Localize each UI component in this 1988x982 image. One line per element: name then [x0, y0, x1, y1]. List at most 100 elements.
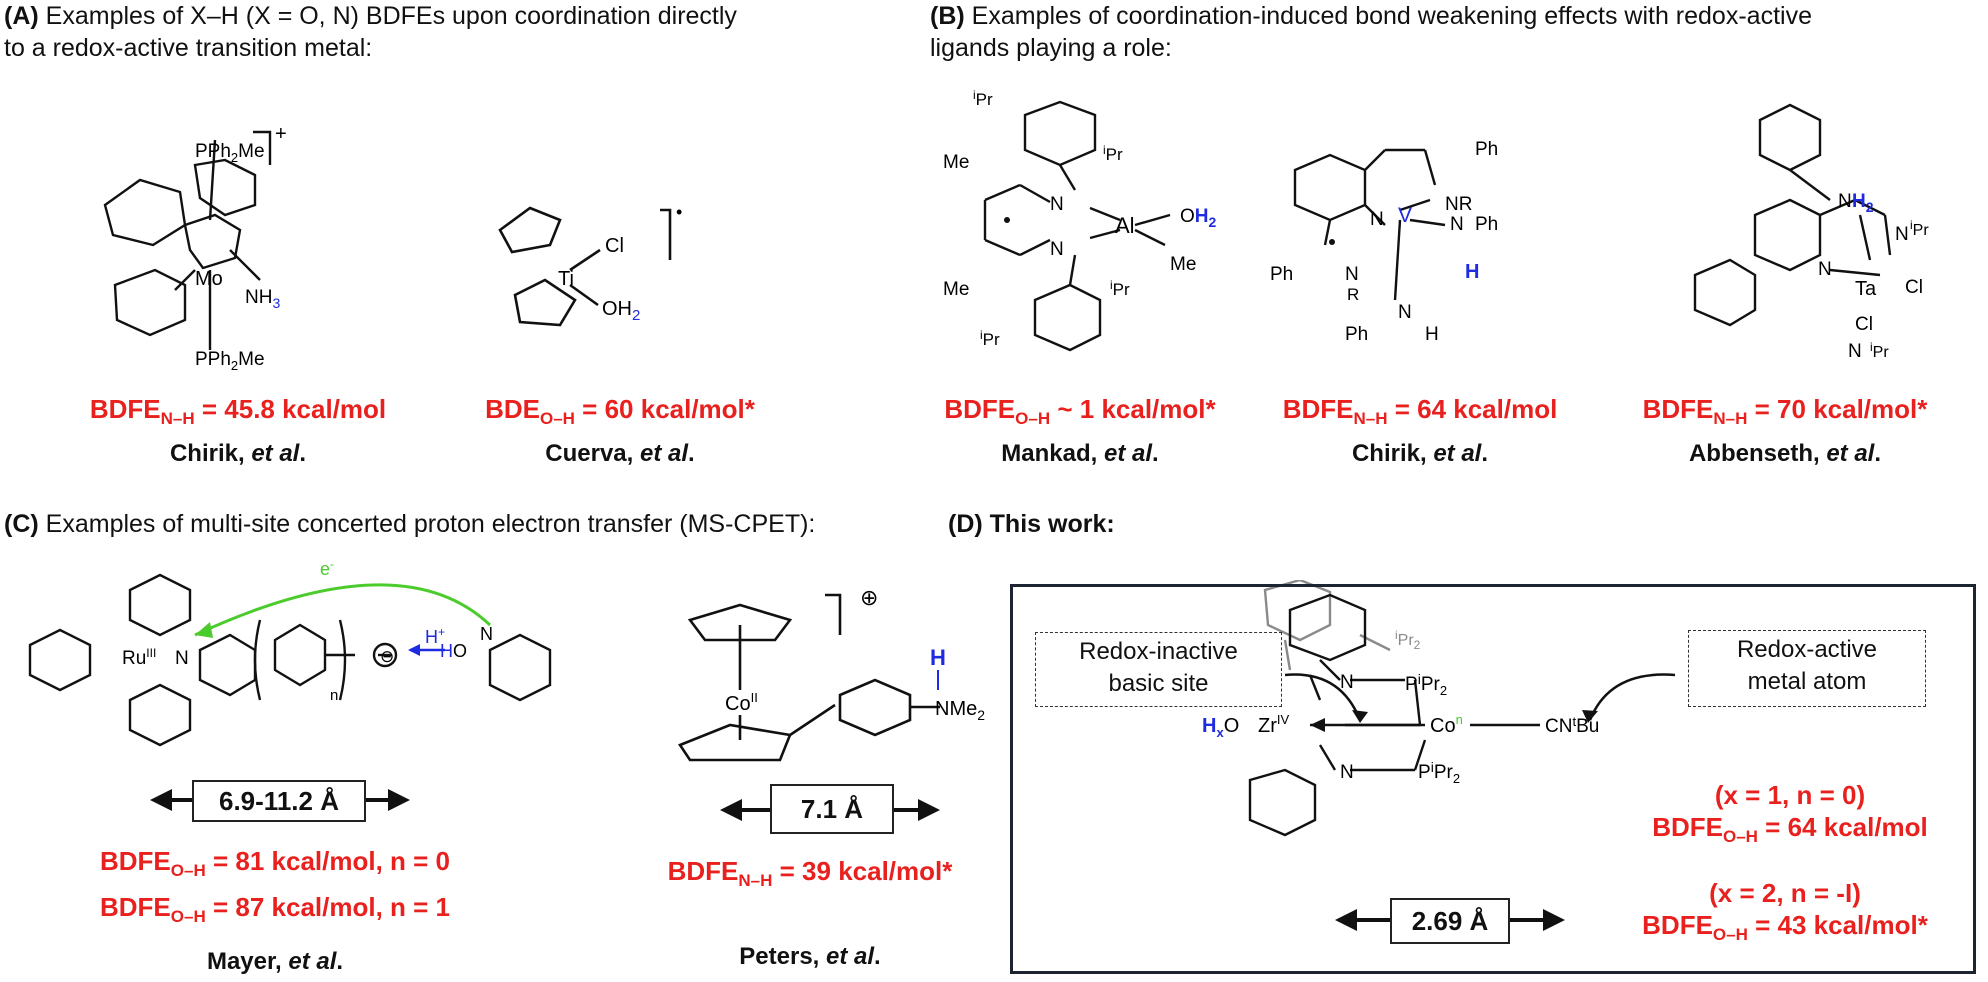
case1-condition: (x = 1, n = 0): [1714, 780, 1866, 810]
redox-inactive-line-2: basic site: [1108, 670, 1209, 697]
al-bdfe-value: BDFEO–H ~ 1 kcal/mol*: [944, 394, 1216, 429]
panel-a-title-2: to a redox-active transition metal:: [4, 34, 373, 62]
svg-text:N: N: [1370, 209, 1384, 230]
this-work-distance: 2.69 Å: [1390, 898, 1510, 944]
redox-active-line-1: Redox-active: [1736, 636, 1878, 663]
svg-text:Ph: Ph: [1475, 214, 1498, 235]
svg-text:H: H: [930, 645, 946, 670]
case2-bdfe-value: BDFEO–H = 43 kcal/mol*: [1642, 910, 1928, 945]
mayer-bdfe-value-1: BDFEO–H = 81 kcal/mol, n = 0: [100, 846, 450, 881]
svg-text:iPr: iPr: [1910, 218, 1929, 239]
svg-text:R: R: [1347, 285, 1359, 304]
svg-text:Ta: Ta: [1855, 278, 1877, 300]
svg-text:N: N: [1050, 239, 1064, 260]
ti-bde-value: BDEO–H = 60 kcal/mol*: [485, 394, 755, 429]
ta-complex-structure: N H2 N iPr N Ta Cl Cl N iPr: [1693, 103, 1929, 360]
ti-citation: Cuerva, et al.: [545, 440, 695, 467]
ta-bdfe-value: BDFEN–H = 70 kcal/mol*: [1642, 394, 1928, 429]
panel-c-heading: (C) Examples of multi-site concerted pro…: [4, 508, 944, 540]
svg-text:NMe2: NMe2: [935, 698, 985, 723]
svg-text:N: N: [175, 648, 189, 669]
svg-text:n: n: [330, 687, 338, 704]
left-curved-arrow: [1284, 673, 1368, 723]
svg-text:Ti: Ti: [558, 268, 574, 290]
svg-text:Cl: Cl: [1855, 314, 1873, 335]
svg-text:iPr: iPr: [1110, 278, 1130, 299]
svg-text:OH2: OH2: [1180, 206, 1217, 230]
svg-text:e-: e-: [320, 560, 334, 579]
svg-text:Al: Al: [1115, 213, 1135, 238]
mo-citation: Chirik, et al.: [169, 440, 307, 467]
svg-text:N: N: [1848, 341, 1862, 360]
svg-text:•: •: [676, 202, 682, 222]
svg-text:Cl: Cl: [1905, 277, 1923, 298]
mo-bdfe-value: BDFEN–H = 45.8 kcal/mol: [89, 394, 387, 429]
panel-b-title-1: Examples of coordination-induced bond we…: [964, 2, 1812, 30]
svg-text:Ph: Ph: [1475, 139, 1498, 160]
svg-text:N: N: [1345, 264, 1359, 285]
svg-text:⊖: ⊖: [380, 647, 394, 666]
svg-text:RuIII: RuIII: [122, 646, 156, 669]
svg-text:H: H: [1465, 261, 1479, 283]
svg-text:CNtBu: CNtBu: [1545, 714, 1599, 737]
svg-text:OH2: OH2: [602, 298, 640, 324]
panel-a-letter: (A): [4, 2, 39, 30]
case2-condition: (x = 2, n = -I): [1709, 878, 1861, 908]
svg-text:N: N: [1050, 194, 1064, 215]
mayer-bdfe-value-2: BDFEO–H = 87 kcal/mol, n = 1: [100, 892, 450, 927]
panel-a-heading: (A) Examples of X–H (X = O, N) BDFEs upo…: [4, 0, 884, 64]
svg-text:H: H: [1425, 324, 1439, 345]
svg-text:iPr2: iPr2: [1395, 628, 1421, 652]
svg-text:iPr: iPr: [1870, 340, 1889, 360]
svg-text:Me: Me: [943, 279, 969, 300]
panel-c-letter: (C): [4, 510, 39, 538]
panel-b-letter: (B): [930, 2, 965, 30]
svg-text:NH3: NH3: [245, 287, 280, 311]
svg-text:H2: H2: [1852, 191, 1874, 215]
svg-text:PPh2Me: PPh2Me: [195, 141, 265, 165]
svg-text:N: N: [480, 624, 493, 644]
ru-complex-structure: e- H+ HO N RuIII N n ⊖: [28, 560, 552, 747]
v-bdfe-value: BDFEN–H = 64 kcal/mol: [1282, 394, 1558, 429]
panel-d-title: This work:: [982, 510, 1115, 538]
zr-co-complex-structure: HxO ZrIV N PiPr2 Con CNtBu N PiPr2 iPr2: [1202, 580, 1599, 837]
svg-text:N: N: [1838, 191, 1852, 212]
svg-text:HO: HO: [440, 641, 467, 661]
svg-text:+: +: [275, 123, 287, 145]
svg-text:Ph: Ph: [1270, 264, 1293, 285]
svg-text:Mo: Mo: [195, 268, 223, 290]
svg-text:Cl: Cl: [605, 235, 624, 257]
svg-text:NR: NR: [1445, 194, 1472, 215]
peters-bdfe-value: BDFEN–H = 39 kcal/mol*: [667, 856, 953, 891]
svg-text:PPh2Me: PPh2Me: [195, 349, 265, 373]
v-citation: Chirik, et al.: [1351, 440, 1489, 467]
panel-c-title: Examples of multi-site concerted proton …: [38, 510, 816, 538]
svg-text:iPr: iPr: [1103, 143, 1123, 164]
svg-text:iPr: iPr: [980, 328, 1000, 349]
this-work-frame: [1010, 584, 1976, 974]
panel-a-title-1: Examples of X–H (X = O, N) BDFEs upon co…: [38, 2, 737, 30]
redox-inactive-line-1: Redox-inactive: [1079, 638, 1238, 665]
svg-text:N: N: [1398, 302, 1412, 323]
v-complex-structure: Ph NR N V N Ph H Ph N R N Ph H: [1270, 139, 1498, 345]
svg-text:CoII: CoII: [725, 690, 758, 715]
svg-text:⊕: ⊕: [860, 585, 878, 610]
svg-text:N: N: [1340, 672, 1354, 693]
svg-text:N: N: [1818, 259, 1832, 280]
svg-text:N: N: [1340, 762, 1354, 783]
svg-text:Me: Me: [943, 152, 969, 173]
mo-complex-structure: PPh2Me Mo NH3 PPh2Me +: [103, 123, 287, 373]
svg-text:N: N: [1895, 224, 1909, 245]
redox-active-box: Redox-active metal atom: [1688, 630, 1926, 707]
panel-b-heading: (B) Examples of coordination-induced bon…: [930, 0, 1980, 64]
cobaltocene-structure: CoII ⊕ H NMe2: [678, 585, 985, 762]
svg-text:Ph: Ph: [1345, 324, 1368, 345]
right-curved-arrow: [1582, 673, 1676, 723]
panel-d-heading: (D) This work:: [948, 508, 1248, 540]
svg-text:PiPr2: PiPr2: [1405, 671, 1447, 698]
al-citation: Mankad, et al.: [1001, 440, 1159, 467]
peters-distance: 7.1 Å: [770, 784, 894, 834]
svg-text:PiPr2: PiPr2: [1418, 759, 1460, 786]
ta-citation: Abbenseth, et al.: [1688, 440, 1882, 467]
mayer-distance: 6.9-11.2 Å: [192, 780, 366, 822]
